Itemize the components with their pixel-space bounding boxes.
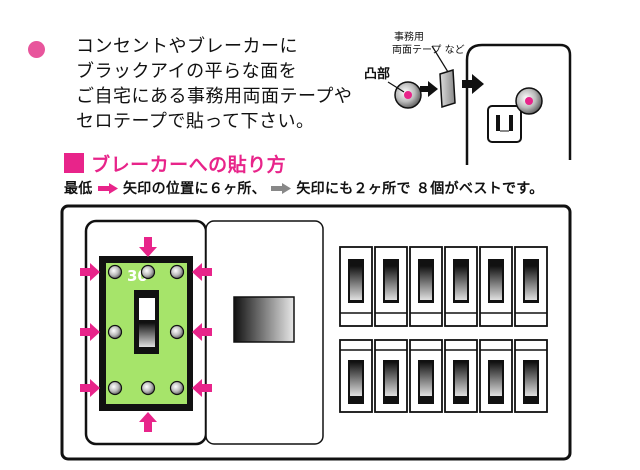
intro-line-3: ご自宅にある事務用両面テープや (76, 86, 353, 107)
black-eye-icon (140, 380, 156, 396)
breaker-panel (60, 204, 572, 461)
small-breaker-unit (444, 246, 478, 327)
small-breaker-unit (409, 339, 443, 413)
small-breaker-unit (479, 339, 513, 413)
instruction-part-2: 矢印の位置に６ヶ所、 (122, 181, 266, 197)
bullet-dot-icon (28, 41, 45, 58)
pink-arrow-right-icon (80, 263, 100, 281)
small-breaker-unit (514, 339, 548, 413)
gray-arrow-icon (271, 183, 292, 194)
small-breaker-unit (514, 246, 548, 327)
pink-arrow-right-icon (80, 323, 100, 341)
arrow-right-icon (420, 81, 438, 97)
pink-arrow-right-icon (80, 379, 100, 397)
pink-arrow-left-icon (192, 263, 212, 281)
small-breaker-unit (409, 246, 443, 327)
black-eye-icon (140, 264, 156, 280)
small-breakers (339, 246, 548, 413)
pink-arrow-down-icon (139, 237, 157, 257)
pink-arrow-icon (97, 183, 118, 194)
black-eye-icon (107, 324, 123, 340)
double-sided-tape-icon (439, 69, 456, 108)
black-eye-icon (107, 264, 123, 280)
small-breaker-unit (339, 339, 373, 413)
pink-arrow-up-icon (139, 412, 157, 432)
tape-label-line1: 事務用 (394, 30, 424, 43)
title-square-icon (64, 153, 84, 173)
small-breaker-unit (374, 246, 408, 327)
small-breaker-unit (444, 339, 478, 413)
intro-line-2: ブラックアイの平らな面を (76, 61, 298, 82)
black-eye-icon (169, 324, 185, 340)
black-eye-icon (169, 264, 185, 280)
placement-markers (80, 237, 212, 432)
section-title-text: ブレーカーへの貼り方 (91, 154, 287, 176)
pink-arrow-left-icon (192, 323, 212, 341)
tape-label-line2: 両面テープ など (392, 44, 465, 56)
intro-line-4: セロテープで貼って下さい。 (76, 111, 315, 132)
convex-label: 凸部 (364, 66, 390, 82)
pink-arrow-left-icon (192, 379, 212, 397)
switch-icon (233, 296, 295, 343)
small-breaker-unit (339, 246, 373, 327)
intro-line-1: コンセントやブレーカーに (76, 36, 298, 57)
outlet-diagram (387, 43, 572, 165)
instruction-part-1: 最低 (64, 181, 93, 197)
instruction-part-3: 矢印にも２ヶ所で ８個がベストです。 (296, 181, 544, 197)
black-eye-icon (169, 380, 185, 396)
instruction-text: 最低 矢印の位置に６ヶ所、 矢印にも２ヶ所で ８個がベストです。 (64, 178, 544, 198)
small-breaker-unit (479, 246, 513, 327)
section-title: ブレーカーへの貼り方 (64, 150, 286, 176)
black-eye-icon (107, 380, 123, 396)
small-breaker-unit (374, 339, 408, 413)
arrow-right-icon (462, 74, 484, 94)
